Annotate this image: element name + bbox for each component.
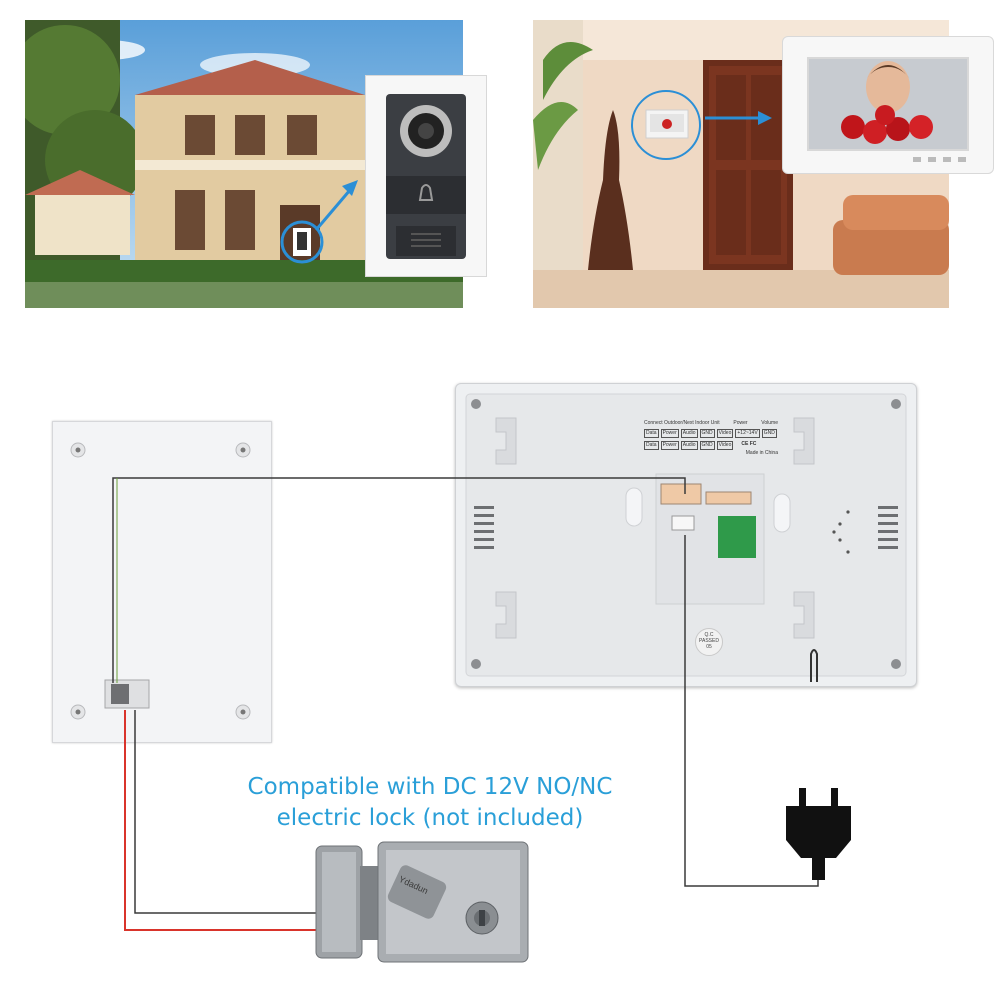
caption-line-2: electric lock (not included) [276,805,584,831]
label-volume: Volume [761,420,778,426]
label-cell: Video [716,441,734,450]
label-cell: Audio [680,441,698,450]
label-sticker: Connect Outdoor/Next Indoor Unit Power V… [644,420,778,466]
label-cell: Power [660,441,679,450]
doorbell-camera-icon [365,75,487,277]
label-cert: CE FC [741,441,757,447]
caption-line-1: Compatible with DC 12V NO/NC [247,774,613,800]
label-made: Made in China [745,450,778,456]
indoor-monitor-back-panel: Connect Outdoor/Next Indoor Unit Power V… [455,383,917,687]
power-plug-icon [786,788,851,880]
label-cell: Video [716,429,734,438]
label-cell: Audio [680,429,698,438]
label-cell: GND [699,441,715,450]
label-cell: GND [761,429,777,438]
label-cell: Data [644,429,659,438]
electric-lock-icon [315,841,529,963]
label-header: Connect Outdoor/Next Indoor Unit [644,420,720,426]
house-photo [25,20,463,308]
outdoor-unit-back-panel [52,421,272,743]
label-cell: +12~14V [735,429,760,438]
qc-sticker: Q.C PASSED 05 [695,628,723,656]
qc-number: 05 [706,644,712,650]
lock-compatibility-caption: Compatible with DC 12V NO/NC electric lo… [200,772,660,834]
lock-brand-label: Ydadun [397,873,430,897]
indoor-monitor-icon [782,36,994,174]
label-cell: Data [644,441,659,450]
label-cell: Power [660,429,679,438]
label-power: Power [733,420,748,426]
label-cell: GND [699,429,715,438]
